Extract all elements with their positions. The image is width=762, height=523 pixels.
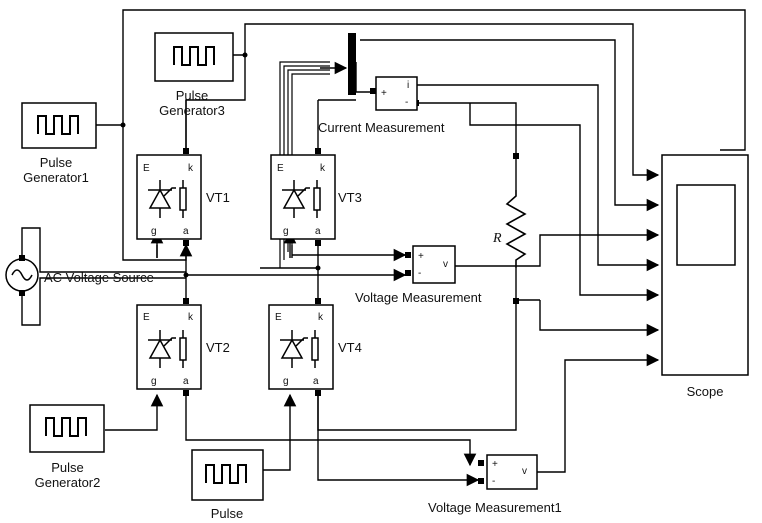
vt3-k-letter: k [320, 163, 325, 174]
voltage-meas1-plus: + [492, 459, 498, 470]
ac-voltage-source-label: AC Voltage Source [44, 270, 154, 285]
pulse-generator1-block[interactable] [21, 102, 97, 149]
voltage-meas-minus: - [418, 268, 422, 279]
vt4-block[interactable] [268, 304, 334, 390]
vt4-label: VT4 [338, 340, 362, 355]
ac-voltage-source-block[interactable] [5, 255, 39, 296]
current-meas-i: i [407, 80, 410, 91]
voltage-measurement-block[interactable] [412, 245, 456, 284]
current-meas-minus: - [405, 97, 409, 108]
pulse-generator2-label: Pulse Generator2 [34, 460, 101, 490]
resistor-label: R [493, 231, 502, 246]
current-measurement-label: Current Measurement [318, 120, 445, 135]
vt4-g-letter: g [283, 376, 289, 387]
pulse-generator1-label: Pulse Generator1 [23, 155, 89, 185]
vt1-emitter-letter: E [143, 163, 150, 174]
voltage-meas1-minus: - [492, 476, 496, 487]
vt2-block[interactable] [136, 304, 202, 390]
bus-bar[interactable] [348, 33, 356, 95]
pulse-label: Pulse [210, 506, 244, 521]
vt1-block[interactable] [136, 154, 202, 240]
vt4-a-letter: a [313, 376, 319, 387]
vt2-label: VT2 [206, 340, 230, 355]
vt2-k-letter: k [188, 312, 193, 323]
voltage-meas-plus: + [418, 251, 424, 262]
scope-block[interactable] [661, 154, 749, 376]
vt1-k-letter: k [188, 163, 193, 174]
vt1-g-letter: g [151, 226, 157, 237]
vt3-block[interactable] [270, 154, 336, 240]
vt1-label: VT1 [206, 190, 230, 205]
voltage-measurement1-block[interactable] [486, 454, 538, 490]
resistor-block[interactable] [505, 190, 527, 268]
vt3-emitter-letter: E [277, 163, 284, 174]
voltage-measurement-label: Voltage Measurement [355, 290, 482, 305]
vt3-g-letter: g [283, 226, 289, 237]
current-meas-plus: + [381, 88, 387, 99]
scope-label: Scope [686, 384, 724, 399]
pulse-generator3-label: Pulse Generator3 [159, 88, 225, 118]
vt3-label: VT3 [338, 190, 362, 205]
pulse-block[interactable] [191, 449, 264, 501]
vt4-emitter-letter: E [275, 312, 282, 323]
voltage-measurement1-label: Voltage Measurement1 [428, 500, 562, 515]
pulse-generator3-block[interactable] [154, 32, 234, 82]
vt2-emitter-letter: E [143, 312, 150, 323]
vt2-a-letter: a [183, 376, 189, 387]
pulse-generator2-block[interactable] [29, 404, 105, 453]
vt2-g-letter: g [151, 376, 157, 387]
vt3-a-letter: a [315, 226, 321, 237]
vt4-k-letter: k [318, 312, 323, 323]
voltage-meas-v: v [443, 259, 448, 270]
voltage-meas1-v: v [522, 466, 527, 477]
vt1-a-letter: a [183, 226, 189, 237]
current-measurement-block[interactable] [375, 76, 418, 111]
